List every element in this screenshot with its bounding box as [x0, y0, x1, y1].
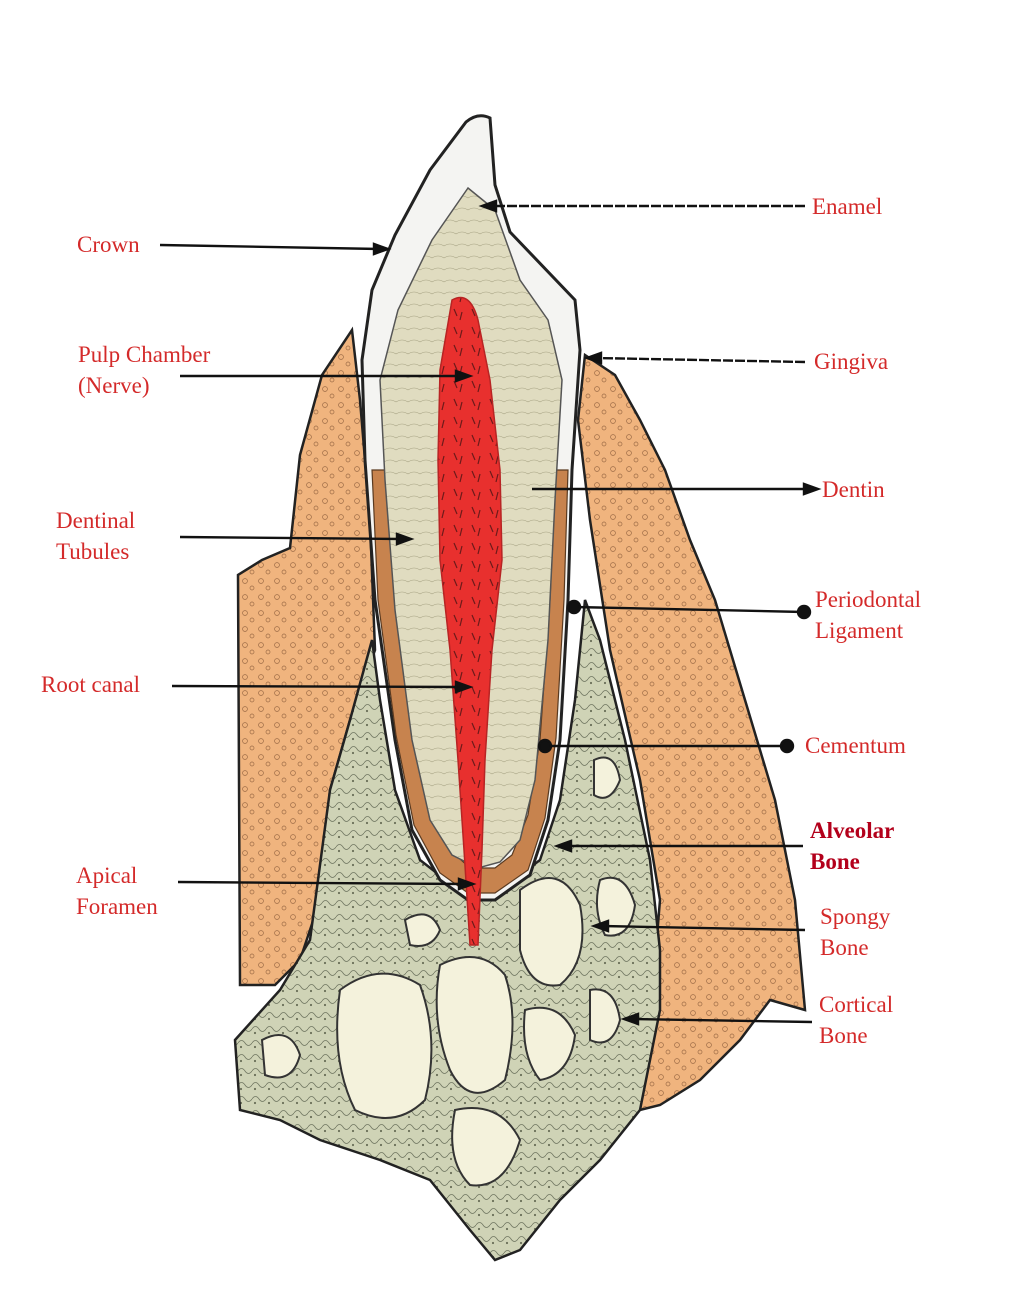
label-dentin: Dentin [822, 477, 885, 502]
leader-pulp [180, 369, 474, 383]
label-cortical-bone: Cortical Bone [819, 992, 894, 1048]
leader-crown [159, 242, 392, 256]
alveolar-bone [233, 599, 662, 1262]
label-periodontal-ligament: Periodontal Ligament [815, 587, 922, 643]
label-pulp-chamber: Pulp Chamber (Nerve) [78, 342, 211, 398]
spongy-bone-spaces [260, 756, 637, 1187]
leader-cortical [620, 1012, 813, 1026]
leader-rootcanal [171, 680, 474, 694]
leader-enamel [478, 199, 805, 213]
leader-gingiva [583, 351, 806, 365]
label-apical-foramen: Apical Foramen [76, 863, 158, 919]
leader-ligament [566, 599, 812, 620]
label-enamel: Enamel [812, 194, 883, 219]
label-cementum: Cementum [805, 733, 906, 758]
leader-spongy [590, 919, 806, 933]
leader-tubules [179, 532, 415, 546]
label-gingiva: Gingiva [814, 349, 889, 374]
leader-alveolar [553, 839, 803, 853]
label-spongy-bone: Spongy Bone [820, 904, 891, 960]
leader-cementum [537, 738, 795, 754]
label-crown: Crown [77, 232, 140, 257]
leader-dentin [532, 482, 822, 496]
pulp-chamber [437, 296, 503, 946]
leader-apical [177, 877, 477, 891]
label-dentinal-tubules: Dentinal Tubules [56, 508, 136, 564]
label-alveolar-bone: Alveolar Bone [810, 818, 895, 874]
label-root-canal: Root canal [41, 672, 140, 697]
